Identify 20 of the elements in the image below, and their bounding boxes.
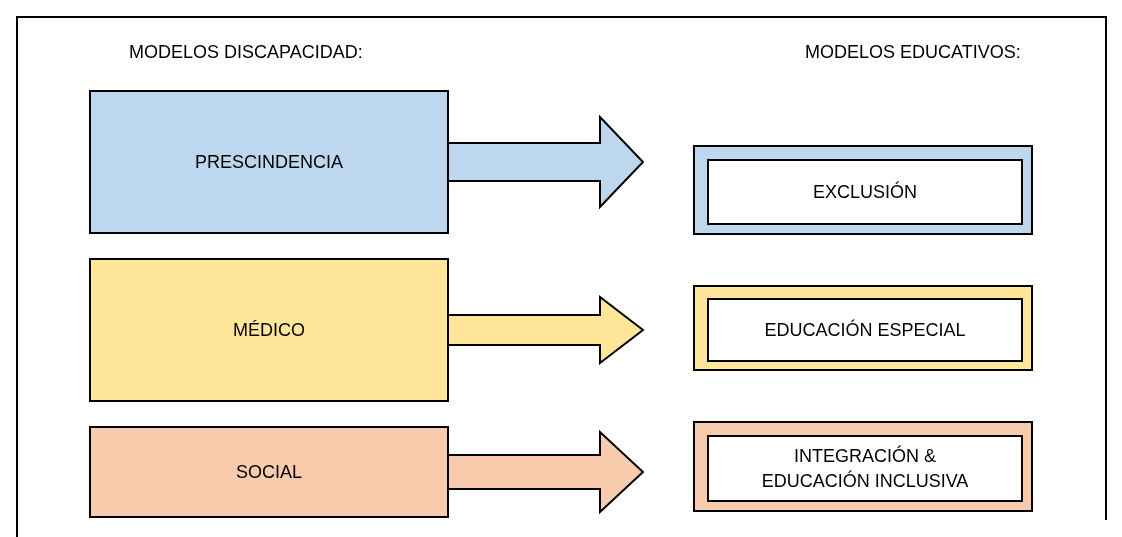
block-arrow (446, 114, 645, 210)
model-box (89, 90, 449, 234)
model-box (89, 258, 449, 402)
block-arrow (446, 294, 645, 366)
box-text: PRESCINDENCIA (195, 150, 343, 174)
box-text: EDUCACIÓN ESPECIAL (764, 318, 966, 342)
box-text: MÉDICO (233, 318, 305, 342)
frame-box (693, 421, 1033, 512)
frame-box (693, 285, 1033, 371)
inner-box (707, 435, 1023, 502)
box-text: SOCIAL (236, 460, 302, 484)
block-arrow (446, 429, 645, 515)
model-box (89, 426, 449, 518)
frame-box (693, 145, 1033, 235)
inner-box (707, 159, 1023, 225)
box-text: EXCLUSIÓN (813, 180, 917, 204)
column-heading: MODELOS DISCAPACIDAD: (129, 42, 363, 63)
column-heading: MODELOS EDUCATIVOS: (805, 42, 1021, 63)
inner-box (707, 298, 1023, 362)
box-text: INTEGRACIÓN & EDUCACIÓN INCLUSIVA (760, 444, 970, 493)
